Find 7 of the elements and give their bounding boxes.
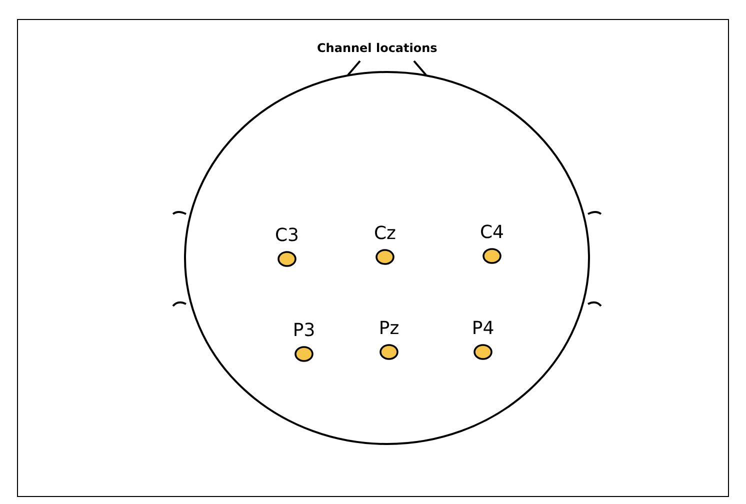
channel-label: Cz	[374, 225, 396, 243]
channel-label: C4	[480, 224, 504, 242]
channel-label: P3	[292, 322, 316, 340]
channel-label: P4	[472, 320, 494, 338]
title: Channel locations	[317, 42, 438, 54]
channel-label: C3	[274, 227, 300, 245]
channel-label: Pz	[378, 320, 400, 338]
